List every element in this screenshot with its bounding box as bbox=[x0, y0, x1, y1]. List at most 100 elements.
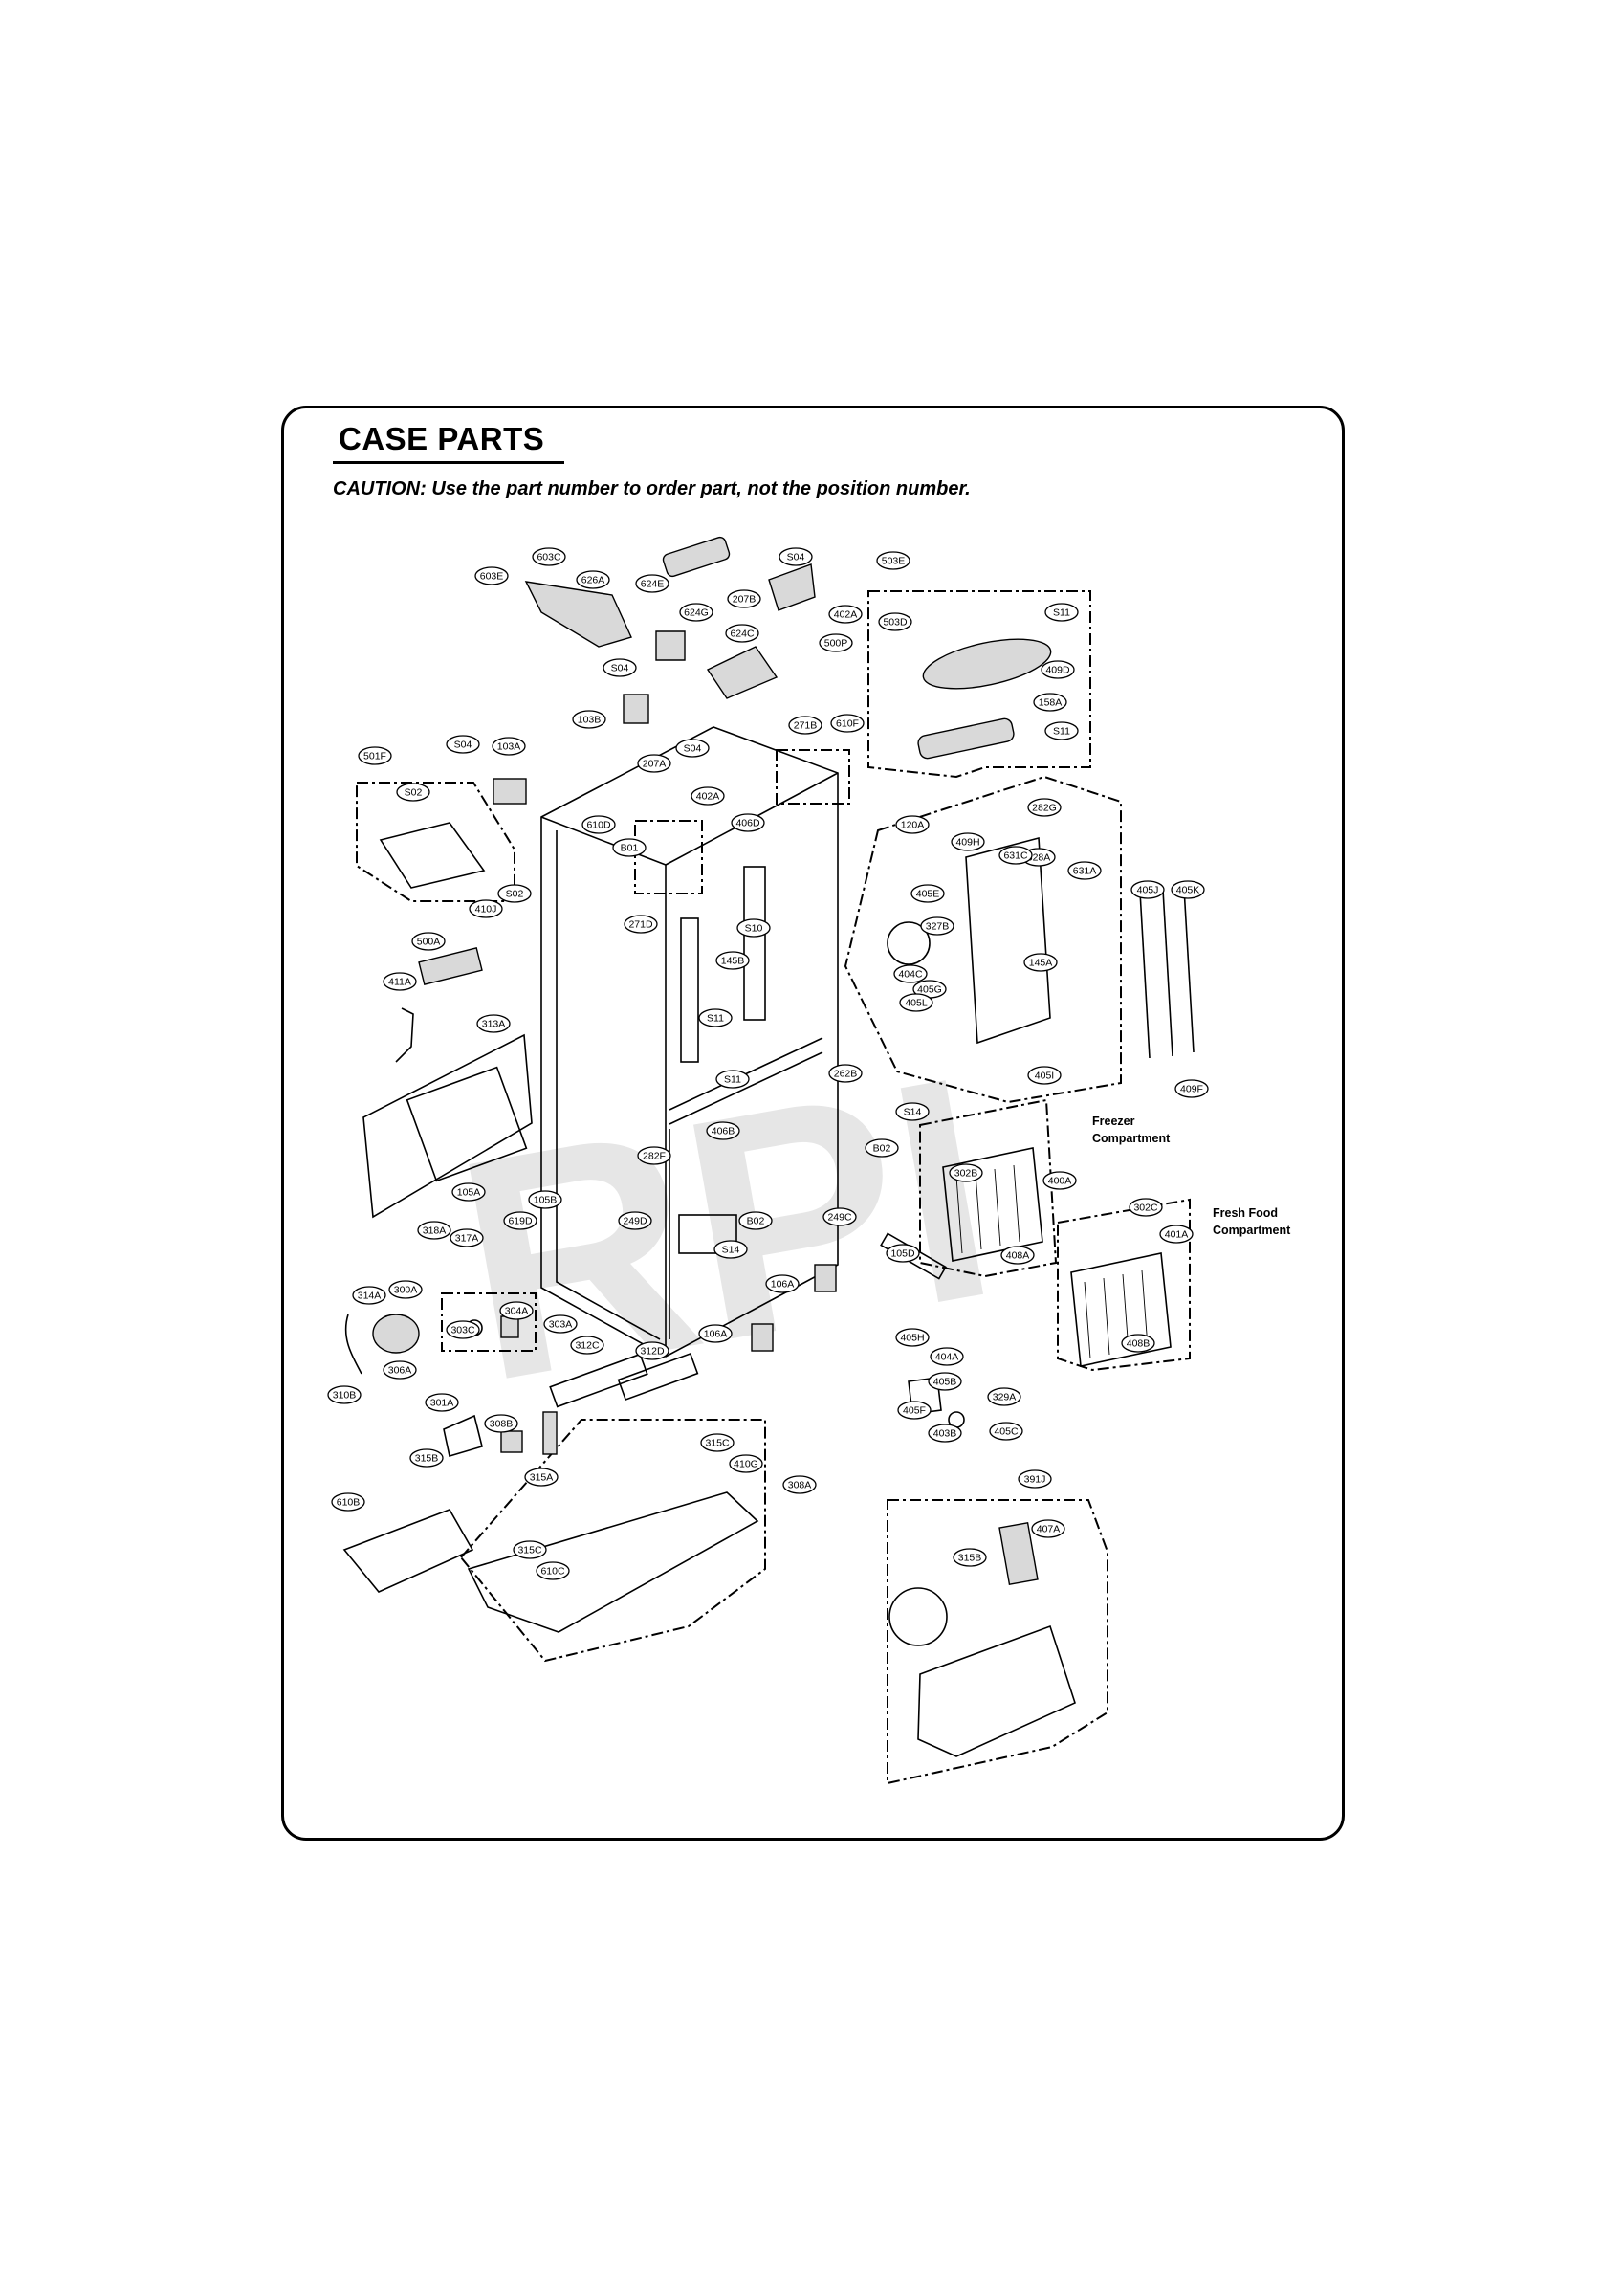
callout-label: 405K bbox=[1176, 884, 1200, 895]
callout-bubble bbox=[779, 547, 813, 566]
callout-label: 317A bbox=[455, 1232, 479, 1244]
callout-bubble bbox=[736, 918, 771, 938]
callout-bubble bbox=[1031, 1519, 1065, 1538]
callout-329a: 329A bbox=[987, 1387, 1021, 1406]
callout-bubble bbox=[865, 1138, 899, 1158]
callout-105d: 105D bbox=[886, 1244, 920, 1263]
callout-label: S04 bbox=[684, 742, 702, 754]
callout-label: 610C bbox=[540, 1565, 565, 1577]
callout-label: 300A bbox=[394, 1284, 418, 1295]
callout-label: S04 bbox=[611, 662, 629, 673]
fresh-food-label-line2: Compartment bbox=[1213, 1224, 1291, 1237]
callout-bubble bbox=[930, 1347, 964, 1366]
callout-s14: S14 bbox=[895, 1102, 930, 1121]
callout-b01: B01 bbox=[612, 838, 647, 857]
callout-310b: 310B bbox=[327, 1385, 362, 1404]
callout-label: 408A bbox=[1006, 1249, 1030, 1261]
callout-label: 624G bbox=[684, 607, 709, 618]
callout-bubble bbox=[576, 570, 610, 589]
callout-404c: 404C bbox=[893, 964, 928, 983]
callout-label: 391J bbox=[1024, 1473, 1046, 1485]
callout-315b: 315B bbox=[409, 1448, 444, 1468]
callout-bubble bbox=[1159, 1225, 1194, 1244]
callout-402a: 402A bbox=[691, 786, 725, 806]
callout-bubble bbox=[513, 1540, 547, 1559]
callout-bubble bbox=[358, 746, 392, 765]
callout-label: S14 bbox=[904, 1106, 922, 1117]
callout-303a: 303A bbox=[543, 1314, 578, 1334]
callout-label: 603C bbox=[537, 551, 561, 563]
callout-bubble bbox=[425, 1393, 459, 1412]
callout-label: B02 bbox=[873, 1142, 891, 1154]
callout-s04: S04 bbox=[603, 658, 637, 677]
callout-bubble bbox=[987, 1387, 1021, 1406]
callout-bubble bbox=[819, 633, 853, 652]
callout-bubble bbox=[828, 605, 863, 624]
callout-bubble bbox=[679, 603, 713, 622]
machine-cover-part bbox=[467, 1491, 759, 1633]
callout-label: 403B bbox=[933, 1427, 957, 1439]
callout-bubble bbox=[451, 1182, 486, 1202]
callout-610b: 610B bbox=[331, 1492, 365, 1512]
callout-315b: 315B bbox=[953, 1548, 987, 1567]
callout-bubble bbox=[1023, 953, 1058, 972]
callout-282g: 282G bbox=[1027, 798, 1062, 817]
callout-label: 158A bbox=[1039, 696, 1063, 708]
callout-bubble bbox=[878, 612, 912, 631]
callout-bubble bbox=[830, 714, 865, 733]
callout-label: 610F bbox=[836, 718, 859, 729]
freezer-cover-part bbox=[524, 581, 632, 648]
callout-label: 603E bbox=[480, 570, 504, 582]
callout-bubble bbox=[729, 1454, 763, 1473]
refrigerator-cabinet bbox=[540, 726, 839, 1358]
callout-bubble bbox=[989, 1422, 1023, 1441]
callout-bubble bbox=[1174, 1079, 1209, 1098]
callout-bubble bbox=[446, 735, 480, 754]
callout-bubble bbox=[895, 1328, 930, 1347]
callout-label: 308A bbox=[788, 1479, 812, 1490]
callout-bubble bbox=[635, 1341, 669, 1360]
callout-403b: 403B bbox=[928, 1424, 962, 1443]
callout-bubble bbox=[782, 1475, 817, 1494]
callout-bubble bbox=[1130, 880, 1165, 899]
callout-315c: 315C bbox=[700, 1433, 735, 1452]
callout-301a: 301A bbox=[425, 1393, 459, 1412]
callout-label: 405I bbox=[1035, 1070, 1054, 1081]
callout-label: 105B bbox=[534, 1194, 558, 1205]
callout-bubble bbox=[706, 1121, 740, 1140]
fresh-food-label-line1: Fresh Food bbox=[1213, 1206, 1278, 1220]
callout-label: S02 bbox=[405, 786, 423, 798]
callout-bubble bbox=[352, 1286, 386, 1305]
callout-bubble bbox=[675, 739, 710, 758]
callout-label: 106A bbox=[771, 1278, 795, 1290]
callout-label: 409D bbox=[1045, 664, 1070, 675]
callout-406b: 406B bbox=[706, 1121, 740, 1140]
callout-label: 313A bbox=[482, 1018, 506, 1029]
callout-327b: 327B bbox=[920, 916, 954, 936]
callout-bubble bbox=[715, 1070, 750, 1089]
callout-label: 315C bbox=[705, 1437, 730, 1448]
callout-label: 105A bbox=[457, 1186, 481, 1198]
callout-label: 207A bbox=[643, 758, 667, 769]
callout-207b: 207B bbox=[727, 589, 761, 608]
callout-300a: 300A bbox=[388, 1280, 423, 1299]
hinge-cover-part bbox=[662, 536, 731, 578]
callout-label: 282F bbox=[643, 1150, 666, 1161]
callout-303c: 303C bbox=[446, 1320, 480, 1339]
callout-label: 312C bbox=[575, 1339, 600, 1351]
callout-bubble bbox=[700, 1433, 735, 1452]
callout-bubble bbox=[828, 1064, 863, 1083]
callout-bubble bbox=[698, 1324, 733, 1343]
callout-label: B02 bbox=[747, 1215, 765, 1226]
callout-label: 624E bbox=[641, 578, 665, 589]
callout-bubble bbox=[1044, 603, 1079, 622]
ice-duct-part bbox=[887, 836, 1051, 1045]
callout-label: 404C bbox=[898, 968, 923, 980]
callout-bubble bbox=[1067, 861, 1102, 880]
callout-s04: S04 bbox=[779, 547, 813, 566]
callout-label: 501F bbox=[363, 750, 386, 762]
callout-bubble bbox=[1027, 1066, 1062, 1085]
callout-406d: 406D bbox=[731, 813, 765, 832]
callout-391j: 391J bbox=[1018, 1469, 1052, 1489]
callout-bubble bbox=[731, 813, 765, 832]
